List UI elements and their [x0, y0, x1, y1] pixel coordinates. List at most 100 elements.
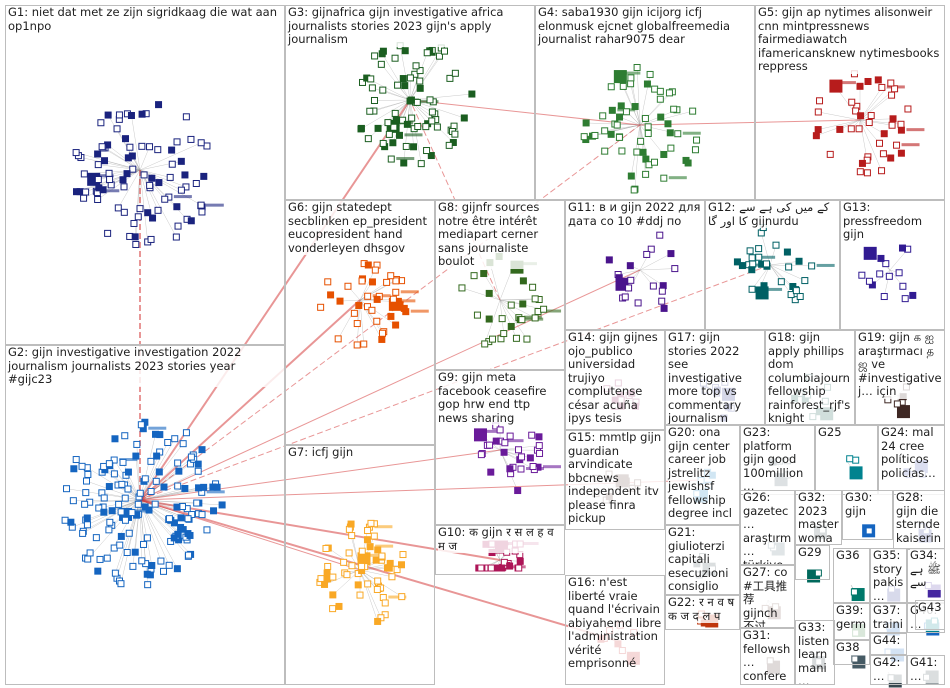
group-label: G22: र न व ष क ज द ल प	[668, 595, 739, 623]
node-icon	[174, 482, 182, 490]
node-icon	[160, 567, 168, 575]
group-label: G31: fellowsh… confere…	[743, 629, 794, 684]
edge	[859, 119, 880, 144]
node-icon	[518, 453, 526, 461]
node-icon	[323, 569, 331, 577]
edge	[639, 269, 664, 286]
node-icon	[373, 317, 381, 325]
node-icon	[143, 570, 151, 578]
node-icon	[357, 125, 365, 133]
node-icon	[389, 139, 397, 147]
node-icon	[633, 64, 641, 72]
inter-group-edge	[139, 299, 361, 501]
node-icon	[451, 69, 459, 77]
node-icon	[367, 519, 375, 527]
node-icon	[470, 272, 478, 280]
node-icon	[317, 575, 325, 583]
node-icon	[608, 106, 616, 114]
node-icon	[785, 263, 793, 271]
group-panel-g11: G11: в и gijn 2022 для дата со 10 #ddj п…	[565, 200, 705, 330]
node-icon	[856, 168, 864, 176]
node-label-bar	[622, 71, 641, 75]
node-icon	[755, 253, 763, 261]
group-label: G21: giulioterzi capitali esecuzioni con…	[668, 526, 739, 594]
node-icon	[748, 266, 756, 274]
node-icon	[857, 112, 865, 120]
node-icon	[658, 297, 666, 305]
node-icon	[348, 562, 356, 570]
node-icon	[485, 289, 493, 297]
edge	[139, 146, 150, 171]
node-icon	[487, 564, 495, 572]
node-icon	[393, 566, 401, 574]
node-icon	[121, 516, 129, 524]
node-icon	[618, 147, 626, 155]
edge	[483, 273, 501, 301]
node-icon	[755, 245, 763, 253]
node-icon	[166, 173, 174, 181]
node-icon	[619, 82, 627, 90]
node-icon	[535, 433, 543, 441]
node-icon	[787, 291, 795, 299]
node-icon	[144, 209, 152, 217]
node-icon	[814, 569, 822, 577]
group-label: G25	[818, 425, 844, 440]
node-icon	[473, 311, 481, 319]
node-icon	[80, 170, 88, 178]
group-label: G43	[918, 600, 944, 615]
edge	[499, 299, 528, 340]
node-icon	[364, 580, 372, 588]
group-label: G28: gijn die sternde kaiserin…	[896, 491, 944, 549]
node-label-bar	[95, 174, 114, 178]
node-icon	[123, 548, 131, 556]
node-icon	[132, 452, 140, 460]
node-icon	[128, 509, 136, 517]
node-icon	[897, 149, 905, 157]
node-icon	[368, 306, 376, 314]
node-icon	[138, 110, 146, 118]
group-label: G15: mmtlp gijn guardian arvindicate bbc…	[568, 430, 665, 526]
node-icon	[114, 204, 122, 212]
node-icon	[194, 467, 202, 475]
node-icon	[358, 547, 366, 555]
edge	[113, 459, 141, 501]
node-icon	[131, 233, 139, 241]
node-icon	[526, 454, 534, 462]
node-icon	[889, 115, 897, 123]
node-icon	[198, 446, 206, 454]
node-icon	[501, 439, 509, 447]
node-icon	[174, 459, 182, 467]
node-icon	[846, 455, 854, 463]
edge	[399, 45, 411, 101]
edge	[461, 287, 501, 301]
node-icon	[517, 465, 525, 473]
node-icon	[83, 514, 91, 522]
edge	[97, 169, 141, 200]
node-icon	[84, 470, 92, 478]
group-panel-g36: G36	[833, 548, 870, 603]
node-icon	[647, 245, 655, 253]
group-label: G27: co #工具推荐 gijnch 不过 随…	[743, 566, 794, 627]
node-icon	[173, 138, 181, 146]
node-icon	[72, 149, 80, 157]
node-icon	[82, 188, 90, 196]
node-icon	[627, 276, 635, 284]
node-icon	[200, 172, 208, 180]
node-icon	[105, 460, 113, 468]
group-label: G10: क gijn र स ल ह व म ज	[438, 526, 564, 553]
node-icon	[656, 231, 664, 239]
group-panel-g20: G20: ona gijn center career job jstrelit…	[665, 425, 740, 525]
node-icon	[364, 292, 372, 300]
group-panel-g13: G13: pressfreedom gijn	[840, 200, 945, 330]
node-icon	[617, 76, 625, 84]
node-icon	[878, 83, 886, 91]
node-icon	[200, 483, 208, 491]
node-icon	[185, 551, 193, 559]
group-label: G17: gijn stories 2022 see investigative…	[668, 331, 764, 424]
node-icon	[416, 84, 424, 92]
node-icon	[148, 174, 156, 182]
node-icon	[218, 501, 226, 509]
node-icon	[145, 506, 153, 514]
node-label-bar	[365, 553, 384, 557]
node-icon	[95, 504, 103, 512]
